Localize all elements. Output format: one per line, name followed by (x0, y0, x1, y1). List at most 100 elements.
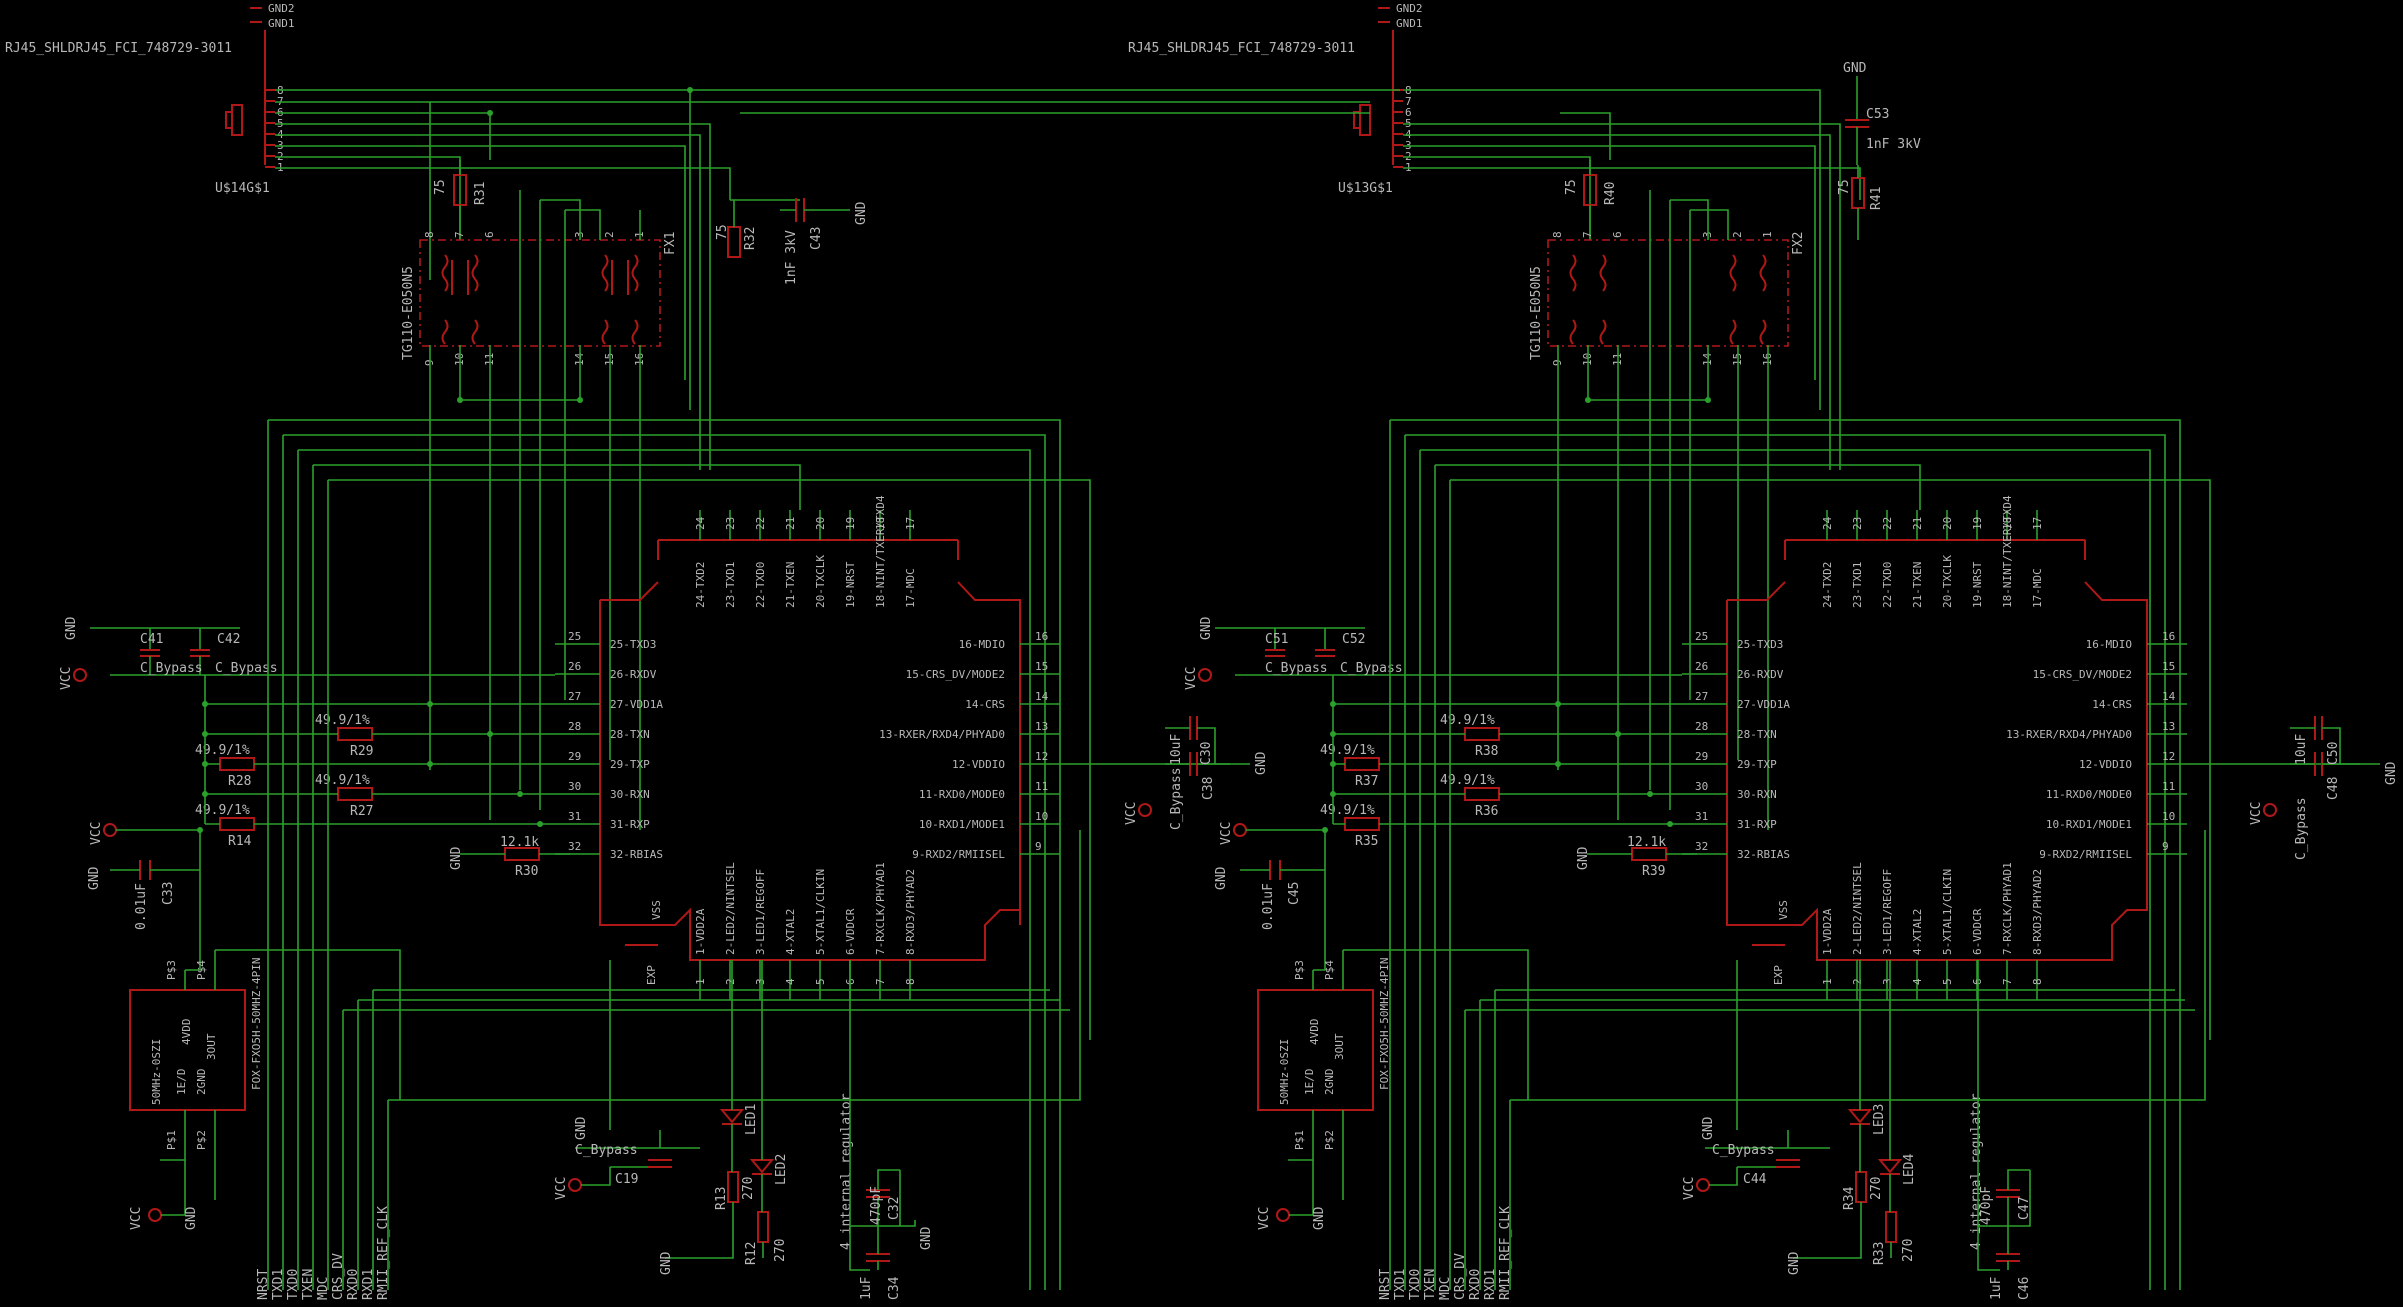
r27-value: 49.9/1% (315, 773, 370, 788)
resistor-r31: 75 R31 (433, 174, 488, 206)
phy-bottom-pin-5: 5-XTAL1/CLKIN (814, 869, 827, 955)
phy-top-num-17: 17 (904, 517, 917, 530)
c53-value: 1nF 3kV (1866, 137, 1921, 152)
gnd-label-c45: GND (1214, 866, 1229, 890)
bus-signal-rmii-ref-clk: RMII_REF_CLK (376, 1206, 391, 1300)
vcc-label-right: VCC (1184, 667, 1199, 690)
bus-signal-txen: TXEN (301, 1269, 316, 1300)
phy-top-pin-21: 21-TXEN (1911, 562, 1924, 608)
r34-value: 270 (1869, 1177, 1884, 1200)
phy-top-pin-17: 17-MDC (904, 568, 917, 608)
c34-label: C34 (887, 1276, 902, 1300)
r41-label: R41 (1869, 187, 1884, 210)
led2-label: LED2 (774, 1154, 789, 1185)
phy-left-pin-31: 31-RXP (610, 818, 650, 831)
phy-bottom-pin-4: 4-XTAL2 (784, 909, 797, 955)
phy-left-num-29: 29 (568, 750, 581, 763)
rj45-part-label-right: RJ45_SHLDRJ45_FCI_748729-3011 (1128, 41, 1355, 56)
phy-top-pin-24: 24-TXD2 (694, 562, 707, 608)
phy-left-num-28: 28 (1695, 720, 1708, 733)
phy-left-num-27: 27 (568, 690, 581, 703)
c52-label: C52 (1342, 632, 1365, 647)
r31-value: 75 (433, 179, 448, 195)
phy-top-num-18: 18 (2001, 517, 2014, 530)
gnd2-label-right: GND2 (1396, 2, 1423, 15)
phy-left-pin-25: 25-TXD3 (1737, 638, 1783, 651)
transformer-part-label-right: TG110-E050N5 (1529, 266, 1544, 360)
osc-pad2: P$2 (195, 1130, 208, 1150)
phy-right-num-14: 14 (1035, 690, 1049, 703)
phy-top-num-19: 19 (844, 517, 857, 530)
c46-value: 1uF (1989, 1276, 2004, 1300)
gnd-label-osc: GND (184, 1206, 199, 1230)
phy-right-num-11: 11 (1035, 780, 1048, 793)
vcc-label-2: VCC (89, 822, 104, 845)
bus-signal-nrst: NRST (1378, 1269, 1393, 1300)
bus-signal-crs-dv: CRS_DV (1453, 1253, 1468, 1300)
phy-left-pin-26: 26-RXDV (1737, 668, 1784, 681)
r27-label: R27 (350, 804, 373, 819)
phy-right-pin-11: 11-RXD0/MODE0 (919, 788, 1005, 801)
phy-bottom-num-5: 5 (814, 978, 827, 985)
r40-value: 75 (1564, 179, 1579, 195)
phy-right-num-15: 15 (2162, 660, 2175, 673)
oscillator-50mhz-right: 50MHz-0SZI 1E/D 2GND 3OUT 4VDD FOX-FXO5H… (1257, 949, 1529, 1230)
exp-label-right: EXP (1772, 965, 1785, 985)
transformer-label: FX1 (663, 232, 678, 255)
c33-value: 0.01uF (134, 883, 149, 930)
led-group-right: LED3 LED4 R34 270 R33 270 GND (1787, 960, 1917, 1275)
r36-value: 49.9/1% (1440, 773, 1495, 788)
phy-bottom-pin-6: 6-VDDCR (1971, 908, 1984, 955)
resistor-r28: 49.9/1% R28 (195, 743, 255, 789)
r35-value: 49.9/1% (1320, 803, 1375, 818)
vcc-label-4: VCC (554, 1177, 569, 1200)
phy-left-num-28: 28 (568, 720, 581, 733)
phy-top-num-24: 24 (694, 516, 707, 530)
phy-top-num-18: 18 (874, 517, 887, 530)
phy-top-pin-18: 18-NINT/TXER/TXD4 (2001, 495, 2014, 608)
r14-label: R14 (228, 834, 252, 849)
gnd-label-led: GND (659, 1251, 674, 1275)
phy-bottom-num-2: 2 (724, 978, 737, 985)
phy-left-num-31: 31 (1695, 810, 1708, 823)
phy-top-pin-23: 23-TXD1 (1851, 562, 1864, 608)
osc-pin2: 2GND (195, 1069, 208, 1096)
xfmr-top-pin-2: 2 (1731, 231, 1744, 238)
left-ethernet-channel: GND2 GND1 RJ45_SHLDRJ45_FCI_748729-3011 … (5, 2, 1269, 1300)
r32-label: R32 (743, 227, 758, 250)
vcc-label-right-3: VCC (1257, 1207, 1272, 1230)
phy-bottom-pin-6: 6-VDDCR (844, 908, 857, 955)
phy-left-pin-29: 29-TXP (1737, 758, 1777, 771)
phy-left-num-32: 32 (1695, 840, 1708, 853)
phy-top-pin-17: 17-MDC (2031, 568, 2044, 608)
phy-right-pin-16: 16-MDIO (959, 638, 1005, 651)
gnd-label-c41: GND (64, 616, 79, 640)
r12-label: R12 (744, 1242, 759, 1265)
c30-label: C30 (1199, 742, 1214, 765)
capacitors-c30-c38: 10uF C30 C38 GND C_Bypass VCC (1060, 716, 1269, 830)
phy-top-num-21: 21 (1911, 517, 1924, 530)
phy-bottom-num-3: 3 (754, 978, 767, 985)
r37-value: 49.9/1% (1320, 743, 1375, 758)
r30-label: R30 (515, 864, 538, 879)
gnd-label-c38: GND (1254, 751, 1269, 775)
osc-pin3: 3OUT (205, 1033, 218, 1060)
bus-signal-rxd1: RXD1 (361, 1269, 376, 1300)
c34-value: 1uF (859, 1276, 874, 1300)
bus-signal-rxd0: RXD0 (1468, 1269, 1483, 1300)
phy-chip-left: 2424-TXD22323-TXD12222-TXD02121-TXEN2020… (555, 495, 1060, 1000)
exp-label: EXP (645, 965, 658, 985)
r35-label: R35 (1355, 834, 1378, 849)
osc-pin3-right: 3OUT (1333, 1033, 1346, 1060)
c38-value: C_Bypass (1169, 767, 1184, 830)
phy-bottom-num-7: 7 (874, 978, 887, 985)
phy-right-num-10: 10 (2162, 810, 2175, 823)
phy-right-num-16: 16 (2162, 630, 2175, 643)
vcc-label-right-5: VCC (2249, 802, 2264, 825)
c32-label: C32 (887, 1197, 902, 1220)
c42-value: C_Bypass (215, 661, 278, 676)
c47-value: 470pF (1979, 1186, 1994, 1225)
vss-label: VSS (650, 900, 663, 920)
rj45-part-label: RJ45_SHLDRJ45_FCI_748729-3011 (5, 41, 232, 56)
phy-left-pin-30: 30-RXN (1737, 788, 1777, 801)
